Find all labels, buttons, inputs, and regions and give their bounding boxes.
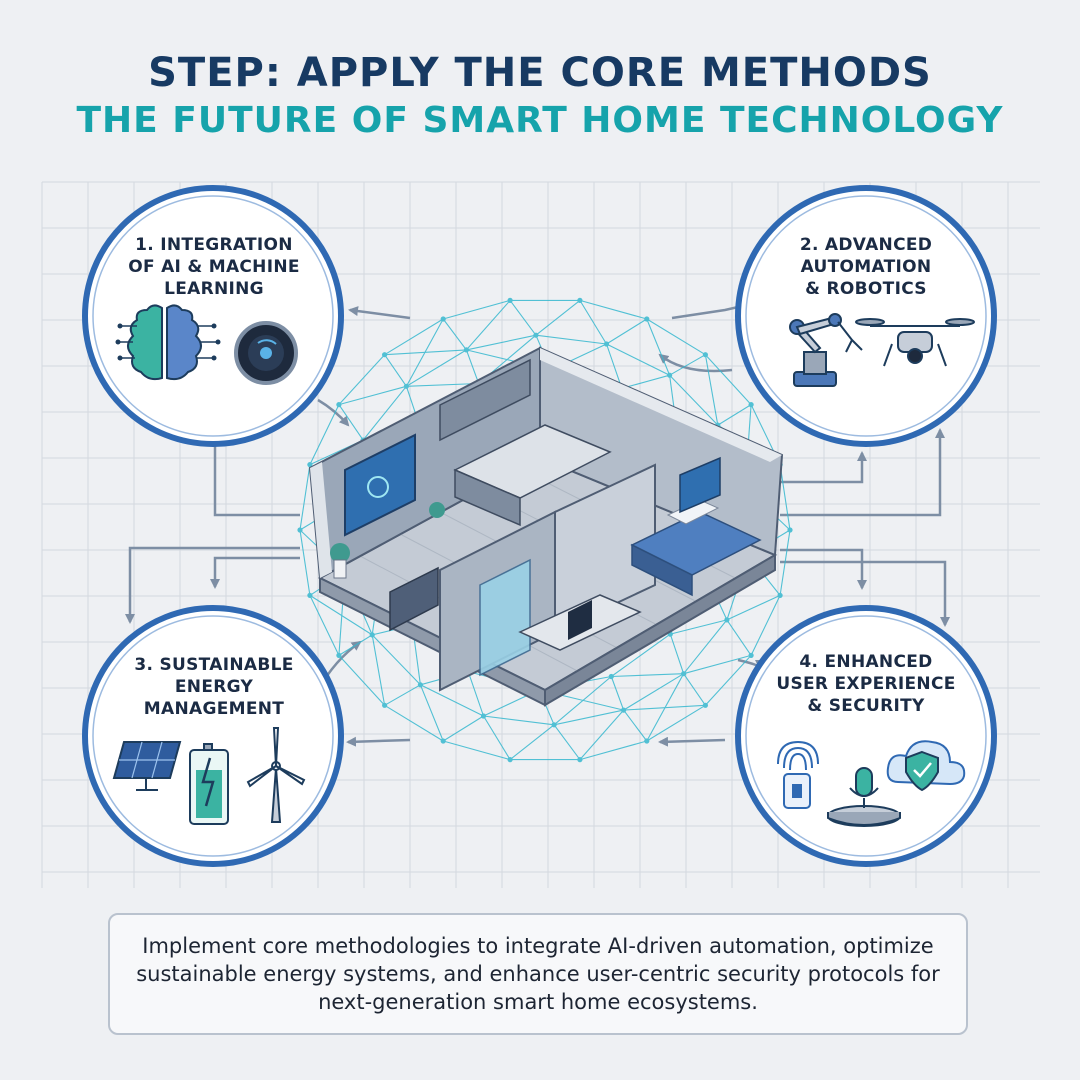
smart-home-illustration: [308, 346, 784, 707]
method-label-4: 4. ENHANCED USER EXPERIENCE & SECURITY: [776, 652, 956, 716]
arrow-up-to-method2: [780, 428, 945, 517]
sofa: [389, 566, 439, 632]
arrow-method4-to-house: [658, 736, 726, 747]
voice-assistant-icon: [827, 767, 901, 827]
method-circle-1: [82, 185, 344, 447]
wind-turbine-icon: [246, 727, 306, 823]
drone-icon: [855, 318, 975, 367]
method-circle-2: [735, 185, 997, 447]
summary-box: Implement core methodologies to integrat…: [108, 913, 968, 1035]
brain-circuit-icon: [115, 304, 221, 381]
page-subtitle: THE FUTURE OF SMART HOME TECHNOLOGY: [76, 100, 1004, 141]
smart-speaker-icon: [234, 321, 298, 385]
arrow-down-to-method4: [780, 548, 867, 590]
cloud-shield-icon: [886, 740, 966, 792]
wall-screen: [344, 433, 416, 537]
fingerprint-lock-icon: [777, 740, 819, 809]
connector-arrows: [125, 298, 950, 747]
summary-text: Implement core methodologies to integrat…: [136, 934, 940, 1014]
battery-icon: [189, 743, 229, 825]
solar-panel-icon: [112, 741, 182, 791]
arrow-method1-to-house: [317, 398, 350, 427]
arrow-house-to-method3: [346, 736, 411, 747]
arrow-down-to-method4b: [780, 560, 950, 627]
arrow-method2-to-house: [658, 353, 733, 373]
method-circle-4: [735, 605, 997, 867]
robotic-arm-icon: [789, 313, 863, 387]
arrow-house-to-method1: [348, 306, 411, 320]
arrow-up-to-method2b: [780, 451, 867, 484]
arrow-method1-branch: [213, 440, 300, 517]
method-circle-3: [82, 605, 344, 867]
page-title: STEP: APPLY THE CORE METHODS: [148, 50, 932, 96]
arrow-down-to-method3b: [210, 556, 300, 589]
method-label-2: 2. ADVANCED AUTOMATION & ROBOTICS: [799, 235, 933, 299]
method-label-1: 1. INTEGRATION OF AI & MACHINE LEARNING: [128, 235, 300, 299]
method-label-3: 3. SUSTAINABLE ENERGY MANAGEMENT: [134, 655, 294, 719]
arrow-down-to-method3: [125, 546, 300, 624]
